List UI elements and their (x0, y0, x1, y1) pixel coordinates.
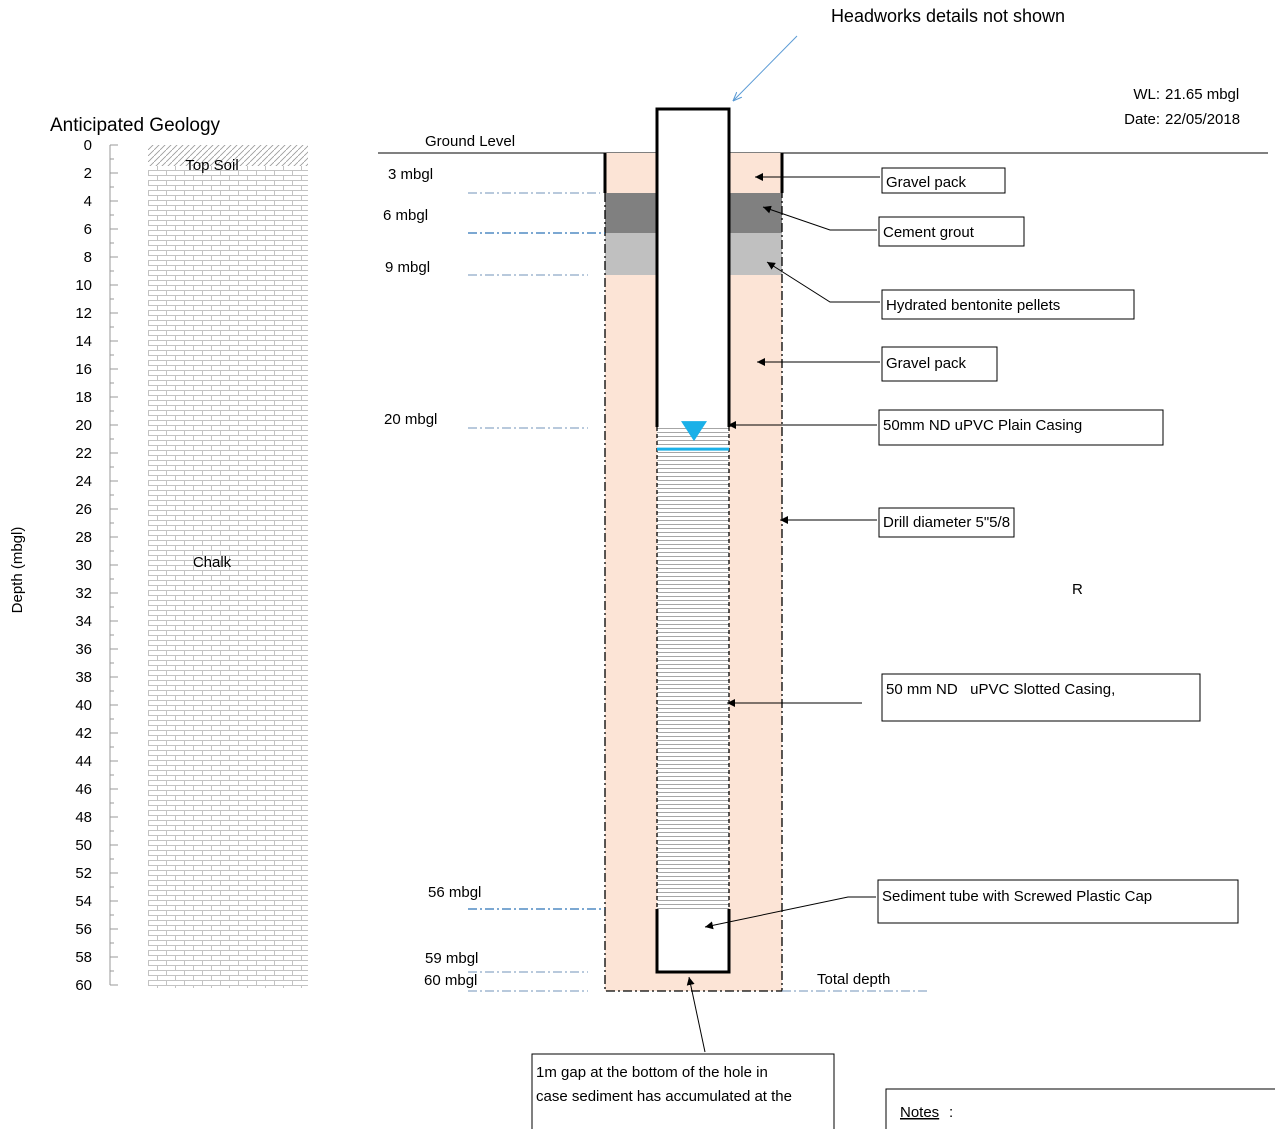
date-label: Date: (1124, 111, 1160, 128)
callout-gravel-pack-top: Gravel pack (755, 167, 1006, 194)
plain-casing-body (657, 109, 729, 427)
callout-gravel-pack: Gravel pack (757, 346, 998, 382)
axis-tick-label: 20 (75, 417, 92, 434)
callout-sediment-tube: Sediment tube with Screwed Plastic Cap (704, 879, 1239, 930)
date-value: 22/05/2018 (1165, 111, 1240, 128)
drill-hole-outline (604, 193, 783, 992)
depth-marker-label: 20 mbgl (384, 411, 437, 428)
svg-text:Sediment tube with Screwed Pla: Sediment tube with Screwed Plastic Cap (882, 888, 1152, 905)
depth-markers: 3 mbgl 6 mbgl 9 mbgl 20 mbgl 56 mbgl 59 mbgl 6… (383, 166, 605, 992)
svg-text:1m gap at the bottom of the ho: 1m gap at the bottom of the hole in (536, 1064, 768, 1081)
depth-axis: 0246810121416182022242628303234363840424… (75, 137, 118, 994)
axis-tick-label: 36 (75, 641, 92, 658)
slotted-casing (657, 427, 729, 909)
axis-tick-label: 40 (75, 697, 92, 714)
chalk-layer (148, 166, 308, 988)
svg-text:Gravel pack: Gravel pack (886, 174, 967, 191)
axis-tick-label: 48 (75, 809, 92, 826)
axis-tick-label: 58 (75, 949, 92, 966)
depth-marker-label: 9 mbgl (385, 259, 430, 276)
depth-marker-label: 3 mbgl (388, 166, 433, 183)
notes-box: Notes : (885, 1088, 1275, 1129)
svg-text:Cement grout: Cement grout (883, 224, 975, 241)
ground-level-label: Ground Level (425, 133, 515, 150)
axis-tick-label: 18 (75, 389, 92, 406)
svg-text::: : (949, 1104, 953, 1121)
wl-value: 21.65 mbgl (1165, 86, 1239, 103)
svg-text:Hydrated bentonite pellets: Hydrated bentonite pellets (886, 297, 1060, 314)
axis-tick-label: 24 (75, 473, 92, 490)
svg-text:50 mm ND uPVC Slotted Casing: 50 mm ND uPVC Slotted Casing, (886, 681, 1115, 698)
stray-letter: R (1072, 581, 1083, 598)
callout-cement-grout: Cement grout (762, 205, 1025, 247)
axis-tick-label: 22 (75, 445, 92, 462)
geology-title: Anticipated Geology (50, 115, 221, 136)
sediment-tube-body (657, 909, 729, 972)
axis-tick-label: 54 (75, 893, 92, 910)
axis-tick-label: 10 (75, 277, 92, 294)
callout-plain-casing: 50mm ND uPVC Plain Casing (728, 409, 1164, 446)
axis-tick-label: 56 (75, 921, 92, 938)
axis-tick-label: 16 (75, 361, 92, 378)
depth-axis-label: Depth (mbgl) (9, 527, 26, 614)
sediment-tube-outline (655, 909, 731, 974)
axis-tick-label: 12 (75, 305, 92, 322)
axis-tick-label: 44 (75, 753, 92, 770)
axis-tick-label: 8 (84, 249, 92, 266)
depth-marker-label: 60 mbgl (424, 972, 477, 989)
water-level-icon (681, 421, 707, 442)
svg-text:case sediment has accumulated: case sediment has accumulated at the (536, 1088, 792, 1105)
chalk-label: Chalk (193, 554, 232, 571)
axis-tick-label: 32 (75, 585, 92, 602)
axis-tick-label: 28 (75, 529, 92, 546)
svg-text:Drill diameter 5"5/8: Drill diameter 5"5/8 (883, 514, 1010, 531)
axis-tick-label: 6 (84, 221, 92, 238)
callout-bottom-gap: 1m gap at the bottom of the hole in case… (531, 976, 835, 1129)
callout-drill-diameter: Drill diameter 5"5/8 (780, 507, 1015, 538)
axis-tick-label: 4 (84, 193, 92, 210)
total-depth-label: Total depth (817, 971, 890, 988)
callout-slotted-casing: 50 mm ND uPVC Slotted Casing, (727, 673, 1201, 722)
svg-text:Gravel pack: Gravel pack (886, 355, 967, 372)
plain-casing-outline (655, 107, 731, 427)
depth-marker-label: 56 mbgl (428, 884, 481, 901)
depth-marker-label: 59 mbgl (425, 950, 478, 967)
axis-tick-label: 42 (75, 725, 92, 742)
callout-bentonite: Hydrated bentonite pellets (766, 261, 1135, 320)
headworks-leader (733, 35, 798, 101)
axis-tick-label: 30 (75, 557, 92, 574)
svg-text:Notes: Notes (900, 1104, 939, 1121)
axis-tick-label: 34 (75, 613, 92, 630)
topsoil-label: Top Soil (185, 157, 238, 174)
topsoil-layer (148, 145, 308, 166)
wl-label: WL: (1133, 86, 1160, 103)
axis-tick-label: 60 (75, 977, 92, 994)
axis-tick-label: 50 (75, 837, 92, 854)
depth-marker-label: 6 mbgl (383, 207, 428, 224)
headworks-note: Headworks details not shown (831, 6, 1065, 26)
axis-tick-label: 0 (84, 137, 92, 154)
axis-tick-label: 46 (75, 781, 92, 798)
axis-tick-label: 26 (75, 501, 92, 518)
axis-tick-label: 38 (75, 669, 92, 686)
svg-text:50mm ND uPVC Plain Casing: 50mm ND uPVC Plain Casing (883, 417, 1082, 434)
axis-tick-label: 2 (84, 165, 92, 182)
axis-tick-label: 52 (75, 865, 92, 882)
axis-tick-label: 14 (75, 333, 92, 350)
